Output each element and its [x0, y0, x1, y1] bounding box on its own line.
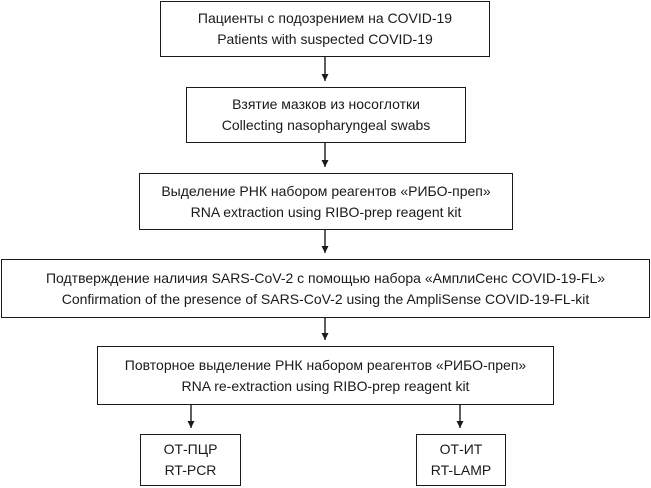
step-box-rna-extraction: Выделение РНК набором реагентов «РИБО-пр… — [139, 173, 513, 230]
step-label-en: Confirmation of the presence of SARS-CoV… — [61, 290, 590, 307]
step-box-swabs: Взятие мазков из носоглотки Collecting n… — [186, 87, 466, 143]
step-label-ru: Повторное выделение РНК набором реагенто… — [124, 356, 527, 373]
step-label-ru: Выделение РНК набором реагентов «РИБО-пр… — [161, 182, 491, 199]
branch-box-rt-pcr: ОТ-ПЦР RT-PCR — [140, 434, 241, 486]
step-label-en: RNA extraction using RIBO-prep reagent k… — [190, 203, 462, 220]
step-label-en: Collecting nasopharyngeal swabs — [221, 117, 431, 133]
step-box-patients: Пациенты с подозрением на COVID-19 Patie… — [160, 1, 490, 57]
step-box-rna-re-extraction: Повторное выделение РНК набором реагенто… — [97, 346, 554, 405]
branch-label-en: RT-PCR — [164, 462, 217, 478]
step-label-ru: Пациенты с подозрением на COVID-19 — [197, 10, 453, 26]
step-label-ru: Взятие мазков из носоглотки — [232, 96, 420, 112]
branch-box-rt-lamp: ОТ-ИТ RT-LAMP — [416, 434, 506, 486]
branch-label-en: RT-LAMP — [430, 462, 492, 478]
step-label-en: RNA re-extraction using RIBO-prep reagen… — [181, 377, 470, 394]
branch-label-ru: ОТ-ИТ — [439, 441, 483, 457]
step-box-confirmation: Подтверждение наличия SARS-CoV-2 с помощ… — [1, 259, 650, 318]
step-label-ru: Подтверждение наличия SARS-CoV-2 с помощ… — [45, 269, 606, 286]
branch-label-ru: ОТ-ПЦР — [163, 441, 218, 457]
step-label-en: Patients with suspected COVID-19 — [217, 31, 433, 47]
